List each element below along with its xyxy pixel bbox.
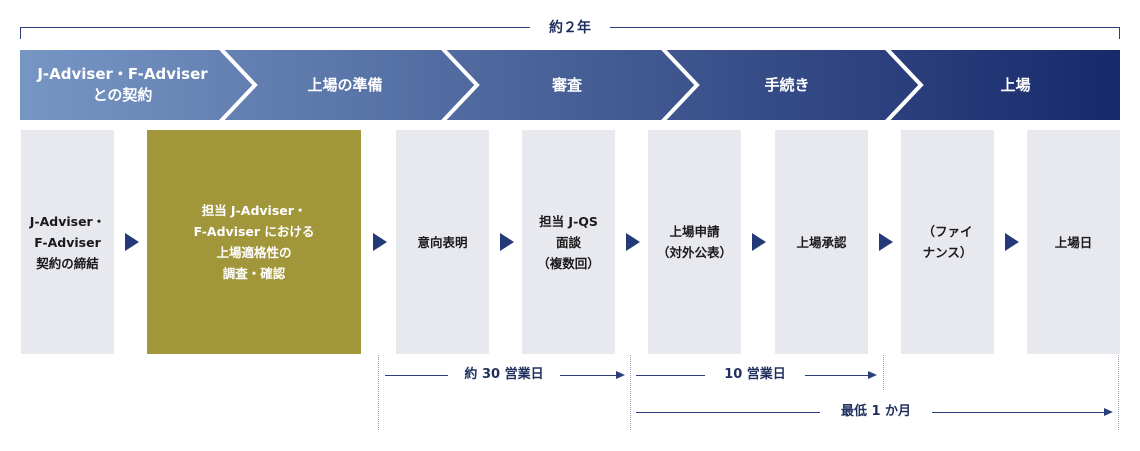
total-duration-label: 約２年 xyxy=(530,18,610,38)
step-listing-approval: 上場承認 xyxy=(775,130,868,354)
flow-arrow-4 xyxy=(626,233,640,251)
phase-divider-4 xyxy=(885,50,924,120)
step-listing-application: 上場申請 （対外公表） xyxy=(648,130,741,354)
flow-arrow-7 xyxy=(1005,233,1019,251)
step-eligibility-review: 担当 J-Adviser・ F-Adviser における 上場適格性の 調査・確… xyxy=(147,130,361,354)
duration-label-30-days: 約 30 営業日 xyxy=(448,366,560,384)
phase-bar-background xyxy=(20,50,1120,120)
step-contract-signing: J-Adviser・ F-Adviser 契約の締結 xyxy=(21,130,114,354)
guide-line-1 xyxy=(378,355,379,430)
phase-listing: 上場 xyxy=(1000,75,1031,94)
flow-arrow-1 xyxy=(125,233,139,251)
flow-arrow-3 xyxy=(500,233,514,251)
phase-procedures: 手続き xyxy=(764,75,810,94)
flow-arrow-5 xyxy=(752,233,766,251)
phase-divider-2 xyxy=(441,50,480,120)
flow-arrow-6 xyxy=(879,233,893,251)
step-listing-date: 上場日 xyxy=(1027,130,1120,354)
step-jqs-interview: 担当 J-QS 面談 （複数回） xyxy=(522,130,615,354)
phase-banner xyxy=(20,50,1120,120)
step-financing: （ファイ ナンス） xyxy=(901,130,994,354)
guide-line-2 xyxy=(630,355,631,430)
phase-divider-1 xyxy=(219,50,258,120)
phase-review: 審査 xyxy=(551,75,582,94)
phase-contract: J-Adviser・F-Adviser との契約 xyxy=(37,65,208,104)
duration-label-1-month: 最低 1 か月 xyxy=(820,403,932,421)
step-intent-declaration: 意向表明 xyxy=(396,130,489,354)
guide-line-3 xyxy=(883,355,884,390)
duration-label-10-days: 10 営業日 xyxy=(705,366,805,384)
phase-divider-3 xyxy=(661,50,700,120)
phase-preparation: 上場の準備 xyxy=(307,75,383,94)
guide-line-4 xyxy=(1118,355,1119,430)
flow-arrow-2 xyxy=(373,233,387,251)
